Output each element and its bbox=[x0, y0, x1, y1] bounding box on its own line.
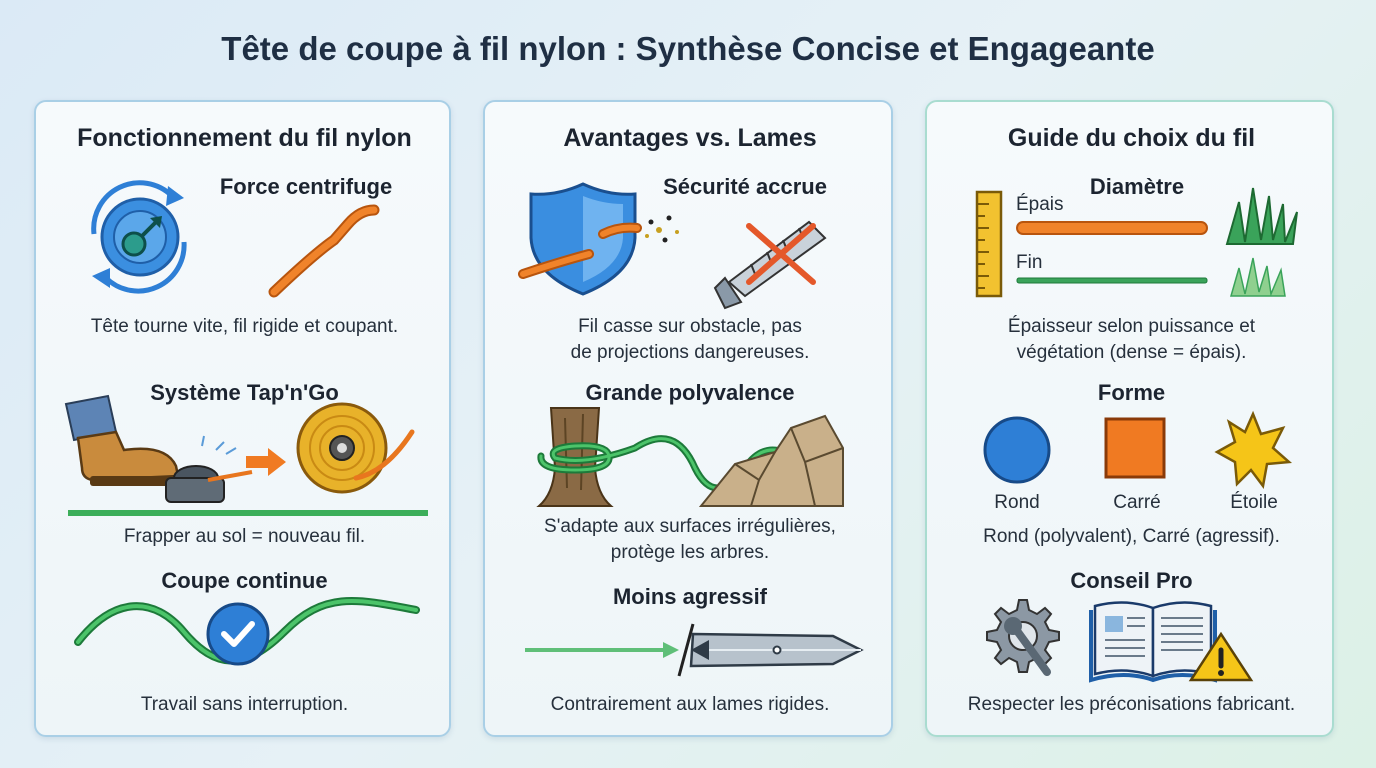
section-description: Respecter les préconisations fabricant. bbox=[967, 694, 1296, 715]
section-title: Force centrifuge bbox=[219, 174, 393, 199]
nylon-line-icon bbox=[268, 204, 380, 298]
page-title: Tête de coupe à fil nylon : Synthèse Con… bbox=[221, 30, 1155, 67]
section-title: Diamètre bbox=[1089, 174, 1185, 199]
check-icon bbox=[206, 602, 270, 666]
light-grass-icon bbox=[1230, 257, 1286, 297]
versatility-illustration bbox=[536, 407, 844, 507]
ground bbox=[68, 510, 428, 516]
less-aggressive-illustration bbox=[525, 623, 864, 677]
shape-label-round: Rond bbox=[994, 492, 1040, 513]
description-line: végétation (dense = épais). bbox=[1016, 342, 1247, 363]
square-shape-icon bbox=[1104, 417, 1166, 479]
card-guide: Guide du choix du fil Diamètre Épais Fin… bbox=[925, 100, 1334, 737]
round-shape-icon bbox=[983, 416, 1051, 484]
section-description: Épaisseur selon puissance et végétation … bbox=[927, 314, 1336, 366]
section-title: Forme bbox=[1097, 380, 1166, 405]
section-description: Frapper au sol = nouveau fil. bbox=[123, 526, 366, 547]
thin-line bbox=[1016, 277, 1208, 284]
section-title: Conseil Pro bbox=[1070, 568, 1193, 593]
card-avantages: Avantages vs. Lames Sécurité accrue Fil … bbox=[483, 100, 893, 737]
dense-grass-icon bbox=[1225, 187, 1298, 245]
thick-line bbox=[1016, 221, 1208, 235]
manual-book-icon bbox=[1089, 601, 1217, 683]
section-title: Coupe continue bbox=[161, 568, 328, 593]
section-title: Moins agressif bbox=[612, 584, 768, 609]
shape-label-star: Étoile bbox=[1230, 492, 1278, 513]
description-line: Épaisseur selon puissance et bbox=[1007, 316, 1256, 337]
shield-icon bbox=[529, 182, 637, 296]
section-description: Tête tourne vite, fil rigide et coupant. bbox=[90, 316, 399, 337]
section-title: Sécurité accrue bbox=[663, 174, 827, 199]
tap-n-go-illustration bbox=[64, 394, 428, 516]
thin-label: Fin bbox=[1016, 252, 1043, 273]
card-title: Fonctionnement du fil nylon bbox=[77, 124, 412, 152]
ruler-icon bbox=[975, 190, 1003, 298]
card-title: Avantages vs. Lames bbox=[563, 124, 817, 152]
warning-icon bbox=[1188, 631, 1254, 682]
shape-label-square: Carré bbox=[1113, 492, 1161, 513]
section-title: Système Tap'n'Go bbox=[150, 380, 339, 405]
rotating-head-icon bbox=[91, 180, 187, 294]
rocks-icon bbox=[698, 414, 844, 507]
safety-illustration bbox=[518, 182, 827, 310]
section-description: Rond (polyvalent), Carré (agressif). bbox=[983, 526, 1280, 547]
description-line: de projections dangereuses. bbox=[570, 342, 810, 363]
thick-label: Épais bbox=[1016, 194, 1064, 215]
gear-wrench-icon bbox=[986, 599, 1060, 676]
description-line: S'adapte aux surfaces irrégulières, bbox=[544, 516, 836, 537]
arrow-icon bbox=[246, 448, 286, 476]
section-description: Contrairement aux lames rigides. bbox=[550, 694, 830, 715]
description-line: Fil casse sur obstacle, pas bbox=[578, 316, 802, 337]
star-shape-icon bbox=[1214, 410, 1293, 490]
description-line: protège les arbres. bbox=[610, 542, 770, 563]
bump-head-icon bbox=[165, 435, 253, 503]
pro-tip-illustration bbox=[986, 599, 1254, 683]
card-title: Guide du choix du fil bbox=[1007, 124, 1256, 152]
section-description: Travail sans interruption. bbox=[140, 694, 349, 715]
section-title: Grande polyvalence bbox=[585, 380, 795, 405]
saw-blade-crossed-icon bbox=[713, 220, 827, 310]
card-fonctionnement: Fonctionnement du fil nylon Force centri… bbox=[34, 100, 451, 737]
section-description: S'adapte aux surfaces irrégulières, prot… bbox=[485, 514, 895, 566]
section-description: Fil casse sur obstacle, pas de projectio… bbox=[485, 314, 895, 366]
spool-icon bbox=[296, 402, 415, 494]
boot-icon bbox=[64, 394, 180, 486]
continuous-cut-illustration bbox=[74, 597, 420, 666]
